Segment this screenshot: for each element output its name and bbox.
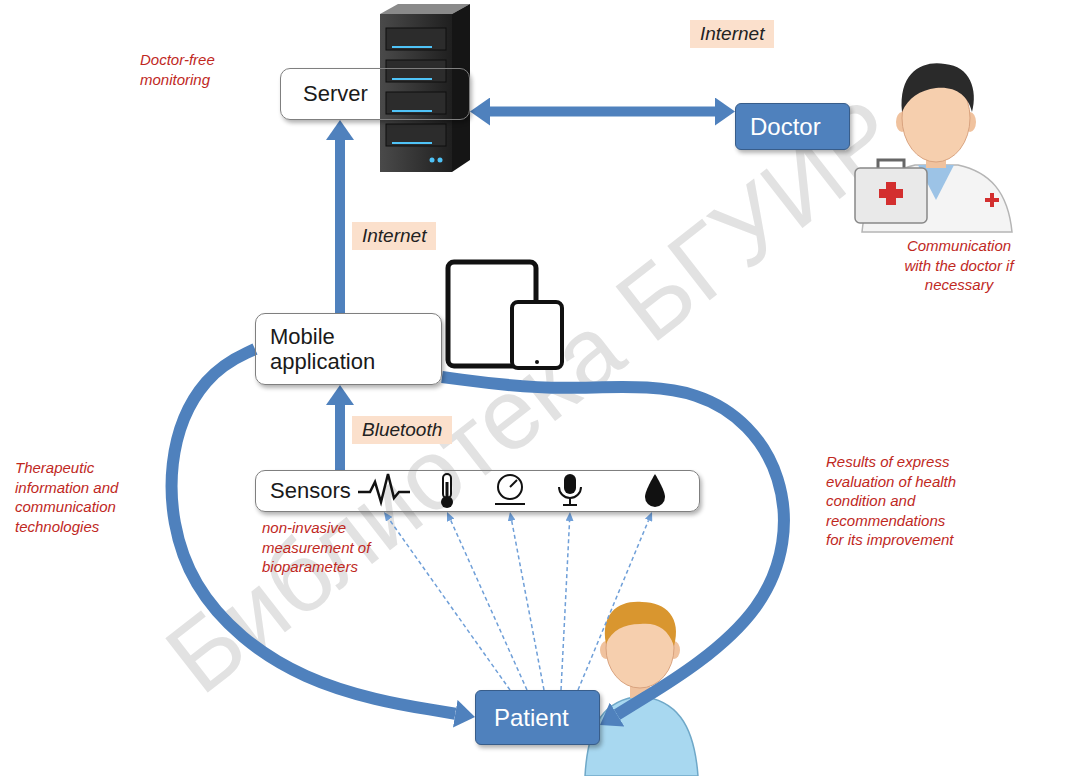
server-icon bbox=[380, 14, 452, 172]
connector-label: Bluetooth bbox=[352, 416, 452, 444]
server-icon bbox=[452, 4, 470, 172]
node-text: Doctor bbox=[750, 113, 821, 141]
patient-figure bbox=[585, 602, 698, 776]
sensor-icons bbox=[510, 480, 517, 487]
server-icon bbox=[386, 60, 446, 82]
sensor-icons bbox=[498, 475, 522, 499]
data-flow-arrow bbox=[335, 405, 345, 470]
sensor-icons bbox=[559, 487, 581, 498]
node-text: Mobile application bbox=[270, 324, 427, 375]
node-text: Patient bbox=[494, 704, 569, 732]
sensor-icons bbox=[569, 498, 571, 505]
patient-figure bbox=[585, 696, 698, 776]
server-icon bbox=[392, 78, 432, 80]
data-flow-arrow bbox=[335, 140, 345, 313]
doctor-figure bbox=[990, 193, 994, 207]
doctor-figure bbox=[902, 63, 974, 112]
server-icon bbox=[430, 158, 435, 163]
sensor-icons bbox=[563, 504, 577, 506]
server-icon bbox=[438, 158, 443, 163]
sensor-icons bbox=[645, 474, 665, 507]
server-icon bbox=[386, 28, 446, 50]
note-label: Therapeutic information and communicatio… bbox=[15, 458, 145, 536]
doctor-figure bbox=[886, 182, 896, 205]
node-text: Sensors bbox=[270, 478, 351, 503]
measurement-arrow bbox=[512, 521, 544, 690]
server-icon bbox=[386, 124, 446, 146]
measurement-arrow bbox=[578, 520, 649, 690]
patient-figure bbox=[605, 602, 676, 646]
tablet-phone-icon bbox=[512, 302, 562, 368]
sensor-icons bbox=[564, 474, 576, 494]
note-label: non-invasive measurement of bioparameter… bbox=[262, 518, 384, 577]
note-label: Communication with the doctor if necessa… bbox=[895, 236, 1023, 295]
server-icon bbox=[392, 46, 432, 48]
server-icon bbox=[380, 4, 470, 172]
sensor-icons bbox=[441, 496, 453, 508]
node-text: Server bbox=[303, 81, 368, 106]
watermark: Библиотека БГУИР bbox=[149, 81, 915, 710]
connector-label: Internet bbox=[352, 222, 436, 250]
measurement-arrow bbox=[561, 521, 570, 690]
measurement-arrow bbox=[389, 519, 510, 690]
doctor-figure bbox=[855, 168, 927, 223]
mobile-app-box: Mobile application bbox=[255, 313, 442, 385]
server-icon bbox=[392, 142, 432, 144]
measurement-arrow bbox=[451, 520, 527, 690]
server-box: Server bbox=[280, 68, 470, 120]
doctor-box: Doctor bbox=[735, 103, 850, 150]
sensors-box: Sensors bbox=[255, 470, 700, 512]
data-flow-arrow bbox=[490, 107, 715, 117]
patient-box: Patient bbox=[475, 690, 600, 745]
tablet-phone-icon bbox=[535, 360, 539, 364]
server-icon bbox=[386, 92, 446, 114]
note-label: Doctor-free monitoring bbox=[140, 50, 255, 89]
sensor-icons bbox=[495, 503, 525, 505]
server-icon bbox=[392, 110, 432, 112]
tablet-phone-icon bbox=[448, 262, 562, 368]
note-label: Results of express evaluation of health … bbox=[826, 452, 966, 550]
connector-label: Internet bbox=[690, 20, 774, 48]
